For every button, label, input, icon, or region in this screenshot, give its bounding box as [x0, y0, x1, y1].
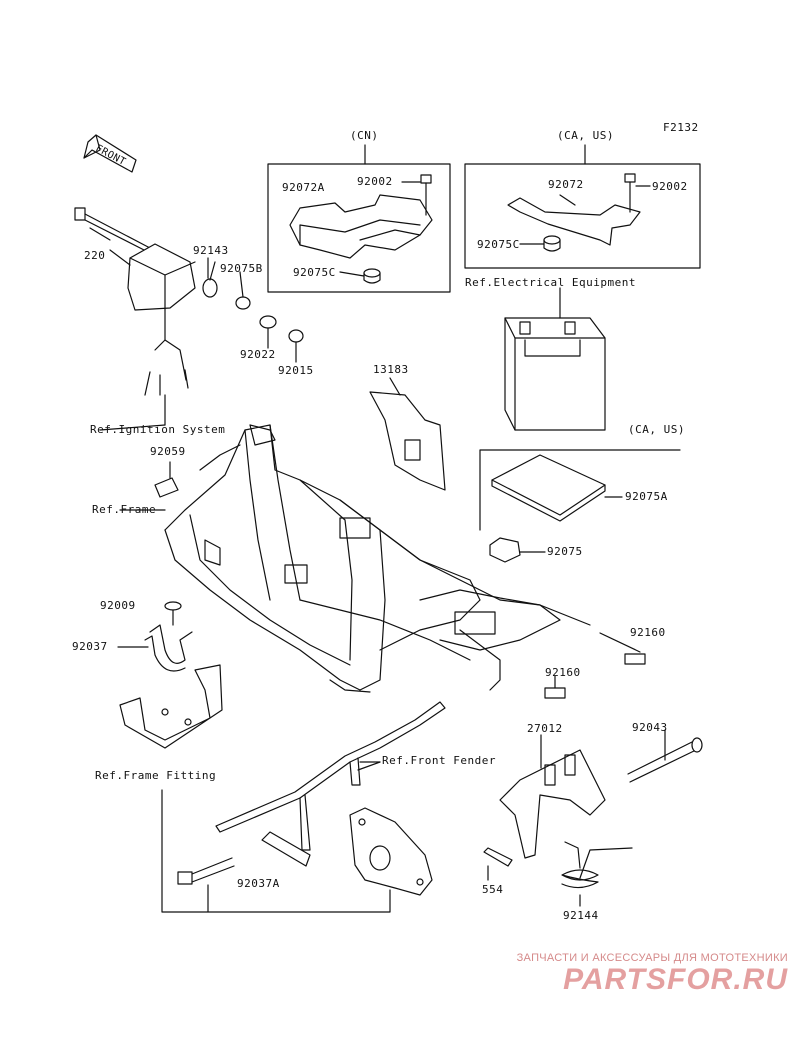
watermark-tagline: ЗАПЧАСТИ И АКСЕССУАРЫ ДЛЯ МОТОТЕХНИКИ: [516, 952, 788, 964]
watermark: ЗАПЧАСТИ И АКСЕССУАРЫ ДЛЯ МОТОТЕХНИКИ PA…: [488, 952, 788, 996]
part-220: 220: [84, 249, 106, 262]
part-27012: 27012: [527, 722, 563, 735]
pad-92160-a: [624, 653, 646, 665]
part-92075B: 92075B: [220, 262, 263, 275]
part-92043: 92043: [632, 721, 668, 734]
part-13183: 13183: [373, 363, 409, 376]
ca-us-bracket-box: [464, 163, 701, 269]
ref-frame-fitting: Ref.Frame Fitting: [95, 769, 217, 782]
bolt-frame-fitting: [177, 857, 235, 885]
cover-13183: [369, 377, 446, 491]
fender-stay: [215, 701, 446, 851]
plate-92037a: [261, 831, 311, 867]
part-92075C-us: 92075C: [477, 238, 520, 251]
part-92143: 92143: [193, 244, 229, 257]
cn-bracket-box: [267, 163, 451, 293]
part-92075A: 92075A: [625, 490, 668, 503]
bolt-220: [74, 207, 151, 253]
fitting-leader: [161, 789, 391, 913]
group-label-ca-us-mid: (CA, US): [628, 423, 685, 436]
bracket-92072a: [289, 194, 433, 259]
ref-electrical-equipment: Ref.Electrical Equipment: [465, 276, 636, 289]
part-92022: 92022: [240, 348, 276, 361]
ignitor-unit: [127, 243, 196, 426]
part-554: 554: [482, 883, 504, 896]
pad-92160-b: [544, 687, 566, 699]
ref-front-fender: Ref.Front Fender: [382, 754, 496, 767]
part-92144: 92144: [563, 909, 599, 922]
block-92075: [489, 537, 546, 563]
diagram-code: F2132: [663, 121, 699, 134]
grommet-92075c-us: [519, 235, 561, 252]
battery: [504, 287, 606, 431]
part-92037: 92037: [72, 640, 108, 653]
bracket-frame-fitting: [119, 664, 223, 749]
part-92059: 92059: [150, 445, 186, 458]
part-92075C-cn: 92075C: [293, 266, 336, 279]
bolt-92009: [164, 601, 182, 626]
pedal-27012: [499, 734, 606, 859]
ref-ignition-system: Ref.Ignition System: [90, 423, 226, 436]
bracket-92072: [507, 194, 641, 246]
pin-554: [483, 847, 513, 881]
part-92037A: 92037A: [237, 877, 280, 890]
clamp-92037: [117, 624, 193, 672]
part-92002-cn: 92002: [357, 175, 393, 188]
grommet-92075c-cn: [339, 268, 381, 284]
part-92072: 92072: [548, 178, 584, 191]
group-label-ca-us-top: (CA, US): [557, 129, 614, 142]
part-92075: 92075: [547, 545, 583, 558]
part-92072A: 92072A: [282, 181, 325, 194]
shaft-92043: [627, 729, 703, 783]
main-frame: [164, 424, 591, 693]
bolt-92002-cn: [401, 174, 432, 216]
pad-92075a: [491, 454, 623, 522]
fender-bracket-plate: [349, 807, 433, 896]
part-92002-us: 92002: [652, 180, 688, 193]
group-label-cn: (CN): [350, 129, 379, 142]
spring-92144: [561, 841, 633, 907]
damper-92075b: [202, 261, 304, 363]
part-92160-b: 92160: [545, 666, 581, 679]
collar-92059: [154, 461, 179, 498]
part-92160-a: 92160: [630, 626, 666, 639]
bolt-92002-us: [624, 173, 651, 213]
part-92009: 92009: [100, 599, 136, 612]
watermark-logo: PARTSFOR.RU: [563, 963, 788, 996]
part-92015: 92015: [278, 364, 314, 377]
front-arrow-icon: [83, 134, 137, 173]
ref-frame: Ref.Frame: [92, 503, 157, 516]
